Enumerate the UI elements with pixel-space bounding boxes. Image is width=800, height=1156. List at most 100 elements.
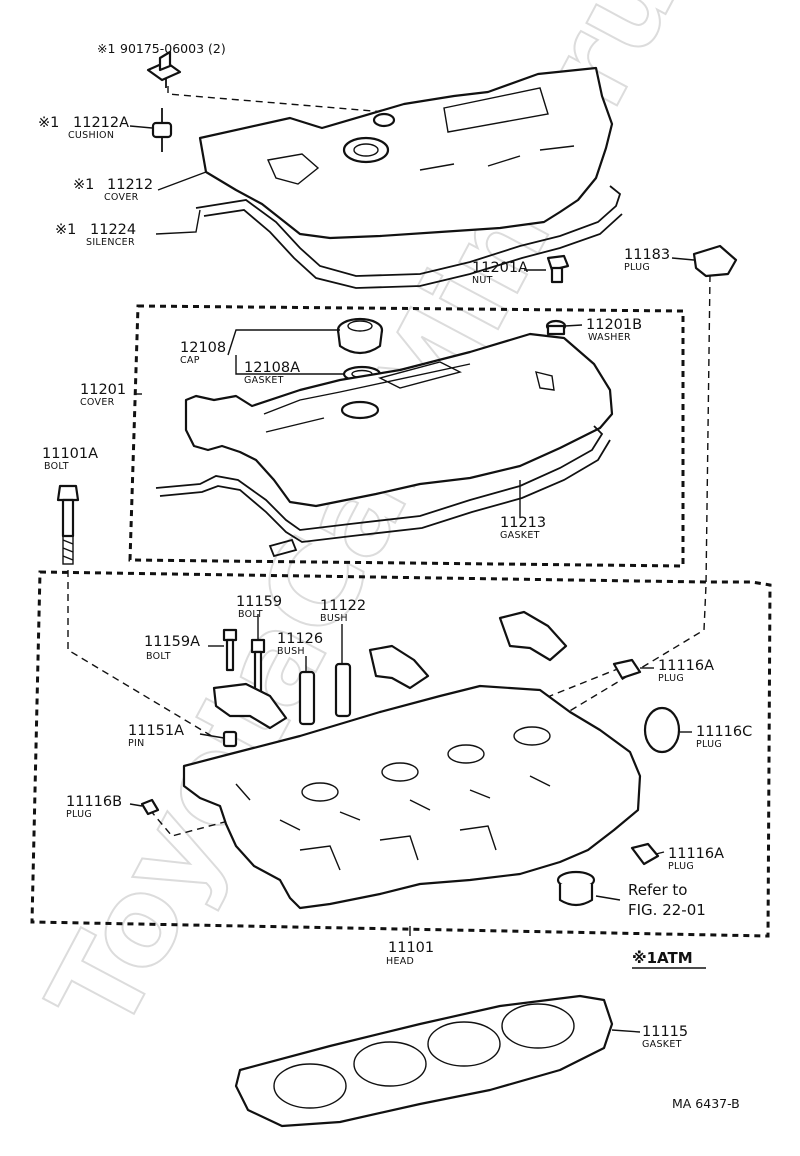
part-name: BOLT bbox=[44, 461, 69, 472]
part-number: 11101 bbox=[388, 940, 434, 956]
part-number: 90175-06003 (2) bbox=[120, 41, 226, 56]
plug-a-dashed-line bbox=[539, 667, 621, 701]
part-name: HEAD bbox=[386, 956, 414, 967]
part-number: 11201B bbox=[586, 317, 642, 333]
cylinder-head-assembly-box bbox=[30, 570, 772, 938]
label-11101: 11101 HEAD bbox=[386, 940, 434, 967]
label-11116a-bottom: 11116A PLUG bbox=[668, 846, 724, 872]
part-number: 11101A bbox=[42, 446, 98, 462]
label-11116a-top: 11116A PLUG bbox=[658, 658, 714, 684]
washer-icon bbox=[545, 319, 567, 336]
part-number: 12108 bbox=[180, 340, 226, 356]
part-name: BOLT bbox=[146, 651, 171, 662]
wing-bolt-icon bbox=[146, 50, 182, 88]
part-number: 11126 bbox=[277, 631, 323, 647]
part-number: 11151A bbox=[128, 723, 184, 739]
part-number: 11224 bbox=[90, 222, 136, 238]
label-12108a: 12108A GASKET bbox=[244, 360, 300, 386]
leader-lines bbox=[129, 125, 695, 1033]
label-refer-to: Refer to FIG. 22-01 bbox=[628, 881, 706, 919]
plug-11116a-top-icon bbox=[612, 658, 642, 680]
part-name: COVER bbox=[104, 192, 139, 203]
label-11159: 11159 BOLT bbox=[236, 594, 282, 620]
part-number: 12108A bbox=[244, 360, 300, 376]
part-number: 11115 bbox=[642, 1024, 688, 1040]
label-11126: 11126 BUSH bbox=[277, 631, 323, 657]
part-name: WASHER bbox=[588, 332, 631, 343]
prefix-mark: ※1 bbox=[73, 177, 94, 193]
part-name: CAP bbox=[180, 355, 200, 366]
part-name: PLUG bbox=[66, 809, 92, 820]
part-name: NUT bbox=[472, 275, 493, 286]
bearing-cap-left-icon bbox=[212, 682, 288, 730]
label-12108: 12108 CAP bbox=[180, 340, 226, 366]
part-number: 11201A bbox=[472, 260, 528, 276]
legend-note: ※1ATM bbox=[632, 949, 706, 969]
oil-filler-cap-icon bbox=[336, 317, 384, 355]
part-number: 11116C bbox=[696, 724, 752, 740]
figure-code: MA 6437-B bbox=[672, 1096, 740, 1111]
bush-11126-icon bbox=[298, 670, 316, 726]
part-name: GASKET bbox=[642, 1039, 682, 1050]
label-11159a: 11159A BOLT bbox=[144, 634, 200, 662]
part-number: 11212 bbox=[107, 177, 153, 193]
plug-11116c-icon bbox=[643, 706, 681, 754]
part-name: GASKET bbox=[244, 375, 284, 386]
bolt-11159a-icon bbox=[222, 628, 238, 672]
valve-cover-icon bbox=[184, 332, 614, 508]
sensor-icon bbox=[556, 870, 596, 907]
cushion-icon bbox=[151, 108, 173, 152]
nut-icon bbox=[546, 254, 570, 284]
part-name: COVER bbox=[80, 397, 115, 408]
part-name: PLUG bbox=[624, 262, 650, 273]
label-11183: 11183 PLUG bbox=[624, 247, 670, 273]
part-number: 11201 bbox=[80, 382, 126, 398]
cover-gasket-icon bbox=[155, 425, 611, 558]
cylinder-head-icon bbox=[182, 684, 642, 910]
silencer-icon bbox=[195, 185, 623, 289]
part-name: GASKET bbox=[500, 530, 540, 541]
part-number: 11122 bbox=[320, 598, 366, 614]
plug-11116b-icon bbox=[140, 798, 160, 816]
part-name: PLUG bbox=[668, 861, 694, 872]
label-11101a: 11101A BOLT bbox=[42, 446, 98, 472]
part-number: 11213 bbox=[500, 515, 546, 531]
part-name: BUSH bbox=[320, 613, 348, 624]
label-11201a: 11201A NUT bbox=[472, 260, 528, 286]
part-number: 11212A bbox=[73, 115, 129, 131]
label-11201b: 11201B WASHER bbox=[586, 317, 642, 343]
part-name: BUSH bbox=[277, 646, 305, 657]
bush-11122-icon bbox=[334, 662, 352, 718]
label-11151a: 11151A PIN bbox=[128, 723, 184, 749]
valve-cover-assembly-box bbox=[128, 304, 685, 568]
label-11213: 11213 GASKET bbox=[500, 515, 546, 541]
plug-11183-icon bbox=[692, 244, 738, 278]
part-name: SILENCER bbox=[86, 237, 135, 248]
plug-11116a-bottom-icon bbox=[630, 842, 660, 866]
part-number: 11116B bbox=[66, 794, 122, 810]
label-11122: 11122 BUSH bbox=[320, 598, 366, 624]
label-11201: 11201 COVER bbox=[80, 382, 126, 408]
legend-text: ※1ATM bbox=[632, 949, 693, 967]
part-name: CUSHION bbox=[68, 130, 114, 141]
part-number: 11183 bbox=[624, 247, 670, 263]
upper-cover-icon bbox=[198, 66, 614, 240]
part-name: BOLT bbox=[238, 609, 263, 620]
label-11224: ※1 11224 SILENCER bbox=[55, 222, 136, 248]
part-name: PLUG bbox=[658, 673, 684, 684]
head-bolt-icon bbox=[56, 484, 80, 565]
head-gasket-icon bbox=[234, 994, 614, 1128]
bearing-cap-right-icon bbox=[498, 610, 568, 662]
label-11116c: 11116C PLUG bbox=[696, 724, 752, 750]
prefix-mark: ※1 bbox=[38, 115, 59, 131]
bearing-cap-middle-icon bbox=[368, 644, 430, 690]
label-90175-06003: ※1 90175-06003 (2) bbox=[97, 41, 226, 56]
label-11212: ※1 11212 COVER bbox=[73, 177, 153, 203]
label-11212a: ※1 11212A CUSHION bbox=[38, 115, 129, 141]
part-number: 11159A bbox=[144, 634, 200, 650]
pin-icon bbox=[222, 730, 238, 748]
part-name: PIN bbox=[128, 738, 145, 749]
plug-b-dashed-line bbox=[149, 809, 233, 837]
prefix-mark: ※1 bbox=[97, 41, 115, 56]
